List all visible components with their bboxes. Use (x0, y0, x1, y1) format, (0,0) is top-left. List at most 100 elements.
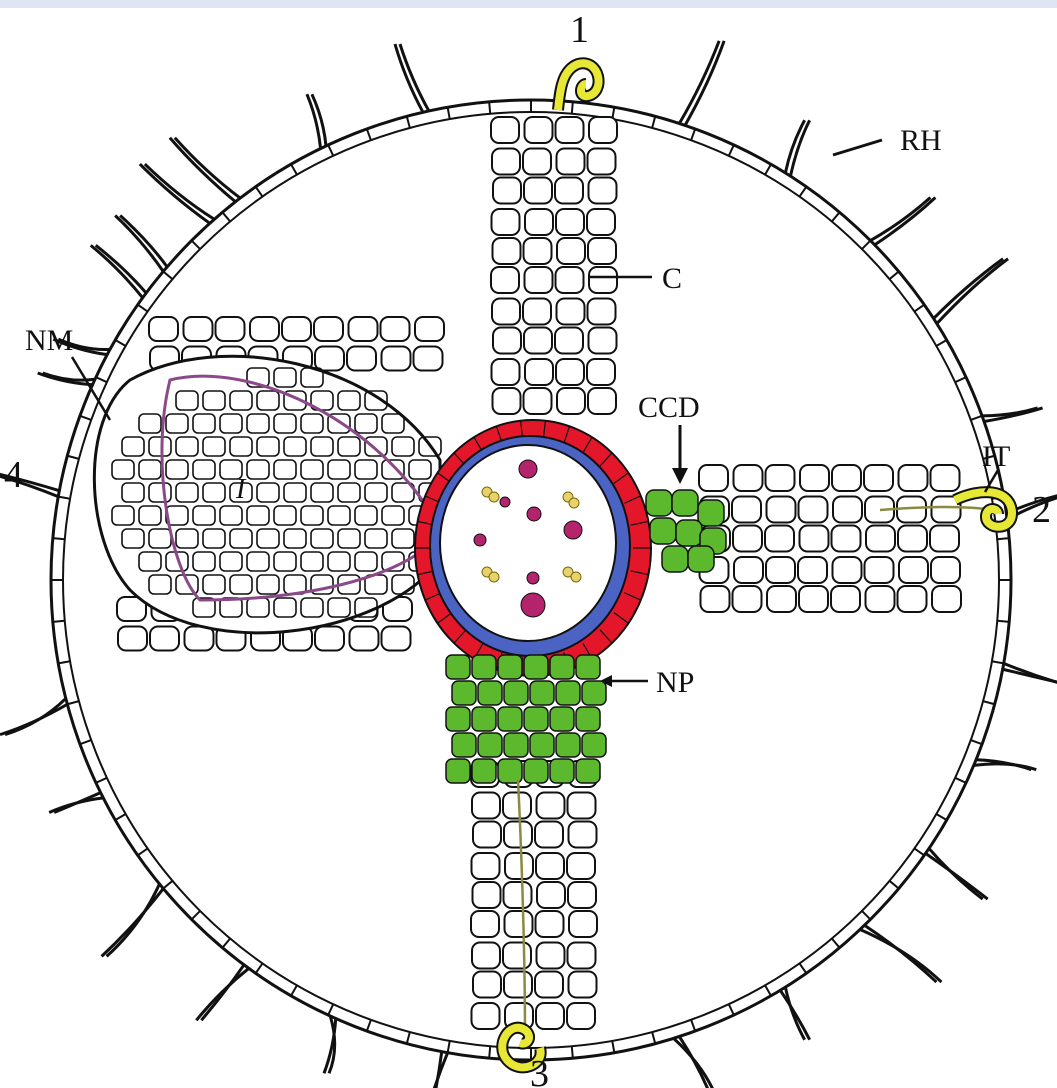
root-hair-outline (674, 1038, 719, 1088)
cortex-cell (525, 209, 553, 235)
label-ccd: CCD (638, 391, 700, 424)
primordium-cell (530, 681, 554, 705)
cortex-cell (282, 317, 311, 341)
label-np: NP (656, 666, 694, 699)
epidermal-cell-wall (489, 102, 490, 114)
cortex-cell (865, 557, 894, 583)
cortex-cell (833, 497, 862, 523)
root-hair-outline (54, 793, 100, 813)
cortex-cell (472, 793, 500, 819)
primordium-cell (498, 707, 522, 731)
cortex-cell (864, 465, 893, 491)
stele (415, 420, 651, 676)
cortex-cell (556, 359, 584, 385)
cortex-cell (588, 388, 616, 414)
primordium-cell (582, 733, 606, 757)
root-hair (115, 215, 163, 271)
cortex-cell (767, 586, 796, 612)
root-hair-outline (175, 138, 240, 198)
primordium-cell (524, 759, 548, 783)
cortex-cell (800, 465, 829, 491)
cortex-cell (493, 328, 521, 354)
cortex-cell (866, 586, 895, 612)
root-hair (395, 44, 423, 112)
cortex-cell (931, 557, 960, 583)
cortex-cell (589, 117, 617, 143)
cortex-cell (832, 465, 861, 491)
cortex-cell (504, 822, 532, 848)
cortex-cell (493, 178, 521, 204)
cortex-cell (503, 943, 531, 969)
cortex-cell (537, 943, 565, 969)
root-hair (102, 889, 164, 957)
cortex-cell (524, 178, 552, 204)
epidermal-cell-wall (53, 538, 65, 539)
cortex-cell (557, 388, 585, 414)
cortex-cell (525, 117, 553, 143)
root-hair-outline (780, 990, 809, 1039)
primordium-cell (504, 681, 528, 705)
root-hair-outline (120, 215, 167, 266)
cortex-cell (491, 267, 519, 293)
cortex-cell (557, 149, 585, 175)
cortex-cell (734, 465, 763, 491)
primordium-cell (550, 759, 574, 783)
cortex-cell (472, 853, 500, 879)
cortex-cell (833, 557, 862, 583)
root-hair (0, 704, 67, 734)
cortex-cell (568, 793, 596, 819)
cortex-cell (184, 317, 213, 341)
cortex-cell (555, 178, 583, 204)
cortex-cell (505, 911, 533, 937)
cortex-cell (556, 117, 584, 143)
cortex-cell (524, 238, 552, 264)
cortex-cell (569, 822, 597, 848)
leader-rh (833, 140, 882, 155)
cortex-cell (525, 267, 553, 293)
cortex-cell (149, 317, 178, 341)
primordium-cell (446, 759, 470, 783)
cortex-cell (766, 465, 795, 491)
root-hair-outline (400, 44, 429, 111)
root-hair (864, 925, 936, 982)
cortex-cell (185, 627, 214, 651)
cortex-cell (898, 526, 927, 552)
primordium-cell (452, 733, 476, 757)
cortex-cell (587, 359, 615, 385)
cortex-cell (766, 557, 795, 583)
cortex-cell (932, 586, 961, 612)
root-hair (934, 259, 1003, 319)
cortex-cell (505, 853, 533, 879)
cortex-cell (347, 347, 376, 371)
cortex-cell (699, 465, 728, 491)
root-hair (420, 1053, 448, 1088)
primordium-cell (472, 759, 496, 783)
primordium-cell (556, 733, 580, 757)
cortex-cell (588, 149, 616, 175)
cortex-cell (524, 388, 552, 414)
ccd-cell (676, 520, 702, 546)
cortex-cell (556, 209, 584, 235)
cortex-cell (415, 317, 444, 341)
primordium-cell (524, 655, 548, 679)
cortex-cell (349, 317, 378, 341)
root-hair-outline (43, 373, 95, 380)
primordium-cell (498, 655, 522, 679)
root-hair-outline (937, 259, 1008, 324)
cortex-cell (557, 299, 585, 325)
label-zone-2: 2 (1032, 489, 1051, 531)
cortex-cell (118, 627, 147, 651)
primordium-cell (446, 655, 470, 679)
cortex-cell (866, 526, 895, 552)
cortex-cell (150, 627, 179, 651)
cortex-cell (382, 627, 411, 651)
cortex-cell (567, 853, 595, 879)
cortex-cell (382, 347, 411, 371)
cortex-cell (800, 526, 829, 552)
cortex-cell (493, 238, 521, 264)
primordium-cell (452, 681, 476, 705)
root-hair (170, 138, 236, 202)
cortex-cell (569, 911, 597, 937)
cortex-cell (523, 149, 551, 175)
